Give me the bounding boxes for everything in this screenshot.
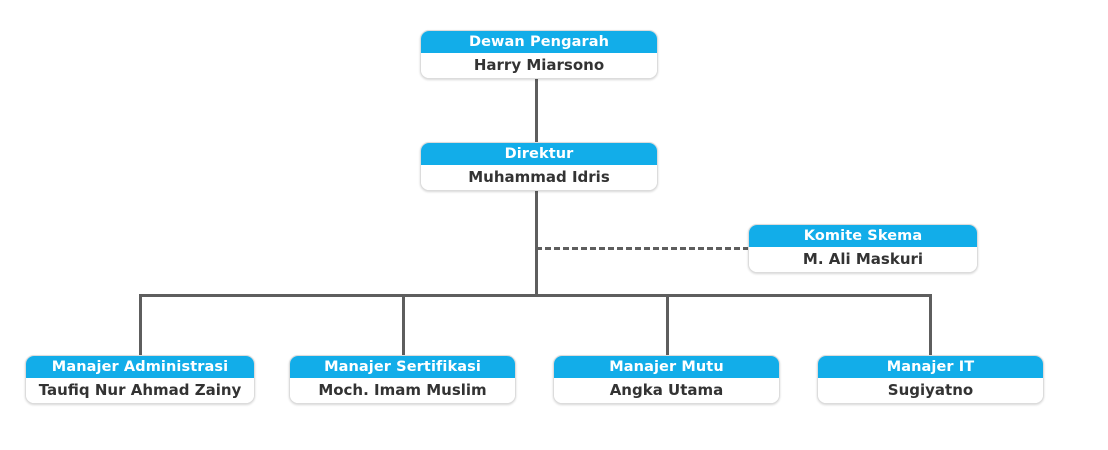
node-person-name: Moch. Imam Muslim <box>290 378 515 403</box>
node-title: Manajer Mutu <box>554 356 779 378</box>
node-person-name: Harry Miarsono <box>421 53 657 78</box>
node-person-name: M. Ali Maskuri <box>749 247 977 272</box>
node-manajer-mutu[interactable]: Manajer Mutu Angka Utama <box>553 355 780 404</box>
node-person-name: Taufiq Nur Ahmad Zainy <box>26 378 254 403</box>
node-komite-skema[interactable]: Komite Skema M. Ali Maskuri <box>748 224 978 273</box>
node-person-name: Muhammad Idris <box>421 165 657 190</box>
node-direktur[interactable]: Direktur Muhammad Idris <box>420 142 658 191</box>
connector-direktur-to-komite-skema <box>536 247 749 250</box>
connector-drop-manajer-it <box>929 294 932 356</box>
node-title: Dewan Pengarah <box>421 31 657 53</box>
connector-manager-bus <box>139 294 932 297</box>
node-person-name: Angka Utama <box>554 378 779 403</box>
node-title: Manajer Sertifikasi <box>290 356 515 378</box>
connector-drop-manajer-sertifikasi <box>402 294 405 356</box>
node-title: Manajer Administrasi <box>26 356 254 378</box>
connector-dewan-to-direktur <box>535 77 538 143</box>
connector-direktur-trunk <box>535 190 538 296</box>
node-title: Manajer IT <box>818 356 1043 378</box>
node-manajer-administrasi[interactable]: Manajer Administrasi Taufiq Nur Ahmad Za… <box>25 355 255 404</box>
connector-drop-manajer-mutu <box>666 294 669 356</box>
node-title: Direktur <box>421 143 657 165</box>
node-manajer-sertifikasi[interactable]: Manajer Sertifikasi Moch. Imam Muslim <box>289 355 516 404</box>
node-person-name: Sugiyatno <box>818 378 1043 403</box>
connector-drop-manajer-administrasi <box>139 294 142 356</box>
node-dewan-pengarah[interactable]: Dewan Pengarah Harry Miarsono <box>420 30 658 79</box>
node-manajer-it[interactable]: Manajer IT Sugiyatno <box>817 355 1044 404</box>
node-title: Komite Skema <box>749 225 977 247</box>
